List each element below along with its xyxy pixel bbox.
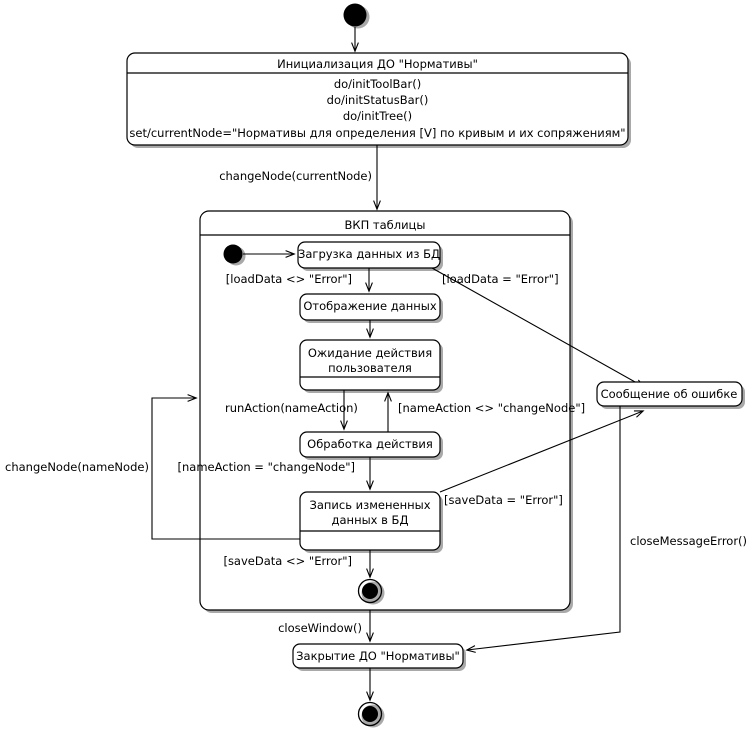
- label-action-change-node: [nameAction = "changeNode"]: [178, 460, 355, 474]
- state-display-data[interactable]: Отображение данных: [299, 293, 443, 323]
- label-load-ok: [loadData <> "Error"]: [226, 272, 352, 286]
- state-error-message[interactable]: Сообщение об ошибке: [596, 381, 745, 409]
- final-state-node-bottom: [357, 701, 385, 728]
- state-initialization-action-4: set/currentNode="Нормативы для определен…: [129, 126, 625, 140]
- initial-state-node-inner: [223, 244, 246, 266]
- state-close-document[interactable]: Закрытие ДО "Нормативы": [292, 643, 466, 671]
- state-save-line-1: Запись измененных: [309, 498, 430, 512]
- state-close-document-label: Закрытие ДО "Нормативы": [296, 649, 460, 663]
- edge-save-to-error: [439, 411, 643, 493]
- label-change-node-current: changeNode(currentNode): [219, 169, 372, 183]
- state-display-data-label: Отображение данных: [303, 299, 437, 313]
- state-initialization-action-2: do/initStatusBar(): [327, 93, 429, 107]
- state-load-data[interactable]: Загрузка данных из БД: [297, 241, 443, 271]
- state-wait-line-2: пользователя: [328, 361, 412, 375]
- label-save-ok: [saveData <> "Error"]: [223, 554, 352, 568]
- edge-load-to-error: [431, 267, 644, 387]
- label-action-other: [nameAction <> "changeNode"]: [398, 401, 585, 415]
- state-process-action-label: Обработка действия: [307, 437, 433, 451]
- state-save-line-2: данных в БД: [332, 513, 409, 527]
- label-change-node-name: changeNode(nameNode): [5, 460, 149, 474]
- label-close-message-error: closeMessageError(): [630, 534, 747, 548]
- state-process-action[interactable]: Обработка действия: [299, 431, 443, 460]
- label-load-error: [loadData = "Error"]: [442, 272, 559, 286]
- label-save-error: [saveData = "Error"]: [444, 493, 563, 507]
- state-initialization[interactable]: Инициализация ДО "Нормативы" do/initTool…: [126, 52, 631, 148]
- label-run-action: runAction(nameAction): [225, 401, 358, 415]
- final-state-node-inner: [357, 578, 385, 605]
- label-close-window: closeWindow(): [278, 621, 362, 635]
- state-wait-line-1: Ожидание действия: [308, 346, 432, 360]
- edge-close-message-error: [467, 406, 621, 650]
- state-wait-user-action[interactable]: Ожидание действия пользователя: [299, 339, 443, 393]
- state-initialization-title: Инициализация ДО "Нормативы": [277, 57, 478, 71]
- state-save-data[interactable]: Запись измененных данных в БД: [299, 491, 443, 553]
- state-error-message-label: Сообщение об ошибке: [601, 387, 738, 401]
- state-initialization-action-1: do/initToolBar(): [334, 77, 421, 91]
- initial-state-node-top: [343, 3, 370, 29]
- composite-state-title: ВКП таблицы: [345, 218, 426, 232]
- state-load-data-label: Загрузка данных из БД: [298, 247, 440, 261]
- edge-change-node-loop: [151, 398, 300, 540]
- state-initialization-action-3: do/initTree(): [343, 109, 412, 123]
